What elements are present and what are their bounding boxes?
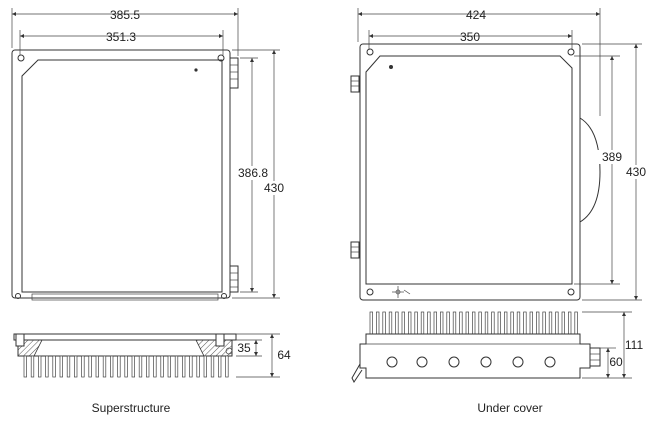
- caption-under-cover: Under cover: [477, 401, 542, 415]
- heatsink-fin: [491, 311, 495, 335]
- heatsink-fin: [203, 355, 207, 378]
- heatsink-fin: [542, 311, 546, 335]
- heatsink-fin: [504, 311, 508, 335]
- heatsink-fin: [465, 311, 469, 335]
- heatsink-fin: [472, 311, 476, 335]
- heatsink-fin: [38, 355, 42, 378]
- heatsink-fin: [167, 355, 171, 378]
- superstructure-dimensions: 385.5 351.3 386.8 430: [11, 8, 288, 299]
- under-cover-side-view: [351, 311, 601, 383]
- dim-outer-height-right: 430: [626, 165, 646, 179]
- dim-side-small-right: 60: [609, 355, 623, 369]
- heatsink-fin: [548, 311, 553, 335]
- heatsink-fin: [174, 355, 179, 378]
- heatsink-fin: [478, 311, 482, 335]
- dim-inner-width-right: 350: [460, 30, 480, 44]
- heatsink-fin: [555, 311, 559, 335]
- heatsink-fin: [408, 311, 412, 335]
- heatsink-fin: [102, 355, 107, 378]
- heatsink-fin: [124, 355, 128, 378]
- heatsink-fin: [452, 311, 457, 335]
- heatsink-fin: [117, 355, 121, 378]
- heatsink-fin: [59, 355, 63, 378]
- heatsink-fin: [88, 355, 92, 378]
- dim-side-height-right: 111: [625, 338, 644, 352]
- heatsink-fin: [568, 311, 572, 335]
- under-cover-top-view: [350, 43, 601, 301]
- heatsink-fin: [30, 355, 35, 378]
- heatsink-fin: [440, 311, 444, 335]
- heatsink-fin: [401, 311, 405, 335]
- heatsink-fin: [516, 311, 521, 335]
- heatsink-fin: [153, 355, 157, 378]
- dim-outer-width: 385.5: [110, 8, 140, 22]
- heatsink-fin: [131, 355, 135, 378]
- heatsink-fin: [369, 311, 373, 335]
- heatsink-fin: [388, 311, 393, 335]
- heatsink-fin: [395, 311, 399, 335]
- heatsink-fin: [146, 355, 150, 378]
- heatsink-fin: [459, 311, 463, 335]
- heatsink-fin: [414, 311, 418, 335]
- heatsink-fin: [196, 355, 200, 378]
- heatsink-fin: [52, 355, 56, 378]
- dim-inner-height-right: 389: [602, 150, 622, 164]
- heatsink-fin: [529, 311, 533, 335]
- heatsink-fin: [182, 355, 186, 378]
- heatsink-fin: [497, 311, 501, 335]
- heatsink-fin: [138, 355, 143, 378]
- heatsink-fin: [210, 355, 215, 378]
- heatsink-fin: [160, 355, 164, 378]
- heatsink-fin: [81, 355, 85, 378]
- dim-outer-height: 430: [264, 181, 284, 195]
- heatsink-fin: [433, 311, 437, 335]
- heatsink-fin: [376, 311, 380, 335]
- heatsink-fin: [561, 311, 565, 335]
- heatsink-fin: [510, 311, 514, 335]
- dim-side-height: 64: [277, 348, 291, 362]
- heatsink-fin: [427, 311, 431, 335]
- heatsink-fin: [523, 311, 527, 335]
- heatsink-fin: [45, 355, 49, 378]
- superstructure-side-view: [13, 333, 237, 378]
- under-cover-side-dimensions: 111 60: [582, 311, 644, 379]
- heatsink-fin: [74, 355, 78, 378]
- under-cover-dimensions: 424 350 389 430: [357, 8, 650, 301]
- heatsink-fin: [536, 311, 540, 335]
- dim-side-small: 35: [237, 341, 251, 355]
- caption-superstructure: Superstructure: [92, 401, 171, 415]
- dim-inner-height: 386.8: [238, 166, 268, 180]
- superstructure-top-view: [11, 49, 239, 301]
- heatsink-fin: [382, 311, 386, 335]
- heatsink-fin: [484, 311, 489, 335]
- heatsink-fin: [420, 311, 425, 335]
- heatsink-fin: [446, 311, 450, 335]
- dim-inner-width: 351.3: [106, 30, 136, 44]
- dim-outer-width-right: 424: [466, 8, 486, 22]
- heatsink-fin: [218, 355, 222, 378]
- heatsink-fin: [95, 355, 99, 378]
- heatsink-fin: [574, 311, 578, 335]
- heatsink-fin: [23, 355, 27, 378]
- heatsink-fin: [189, 355, 193, 378]
- heatsink-fin: [110, 355, 114, 378]
- superstructure-side-dimensions: 35 64: [236, 333, 291, 378]
- heatsink-fin: [66, 355, 71, 378]
- heatsink-fin: [225, 355, 229, 378]
